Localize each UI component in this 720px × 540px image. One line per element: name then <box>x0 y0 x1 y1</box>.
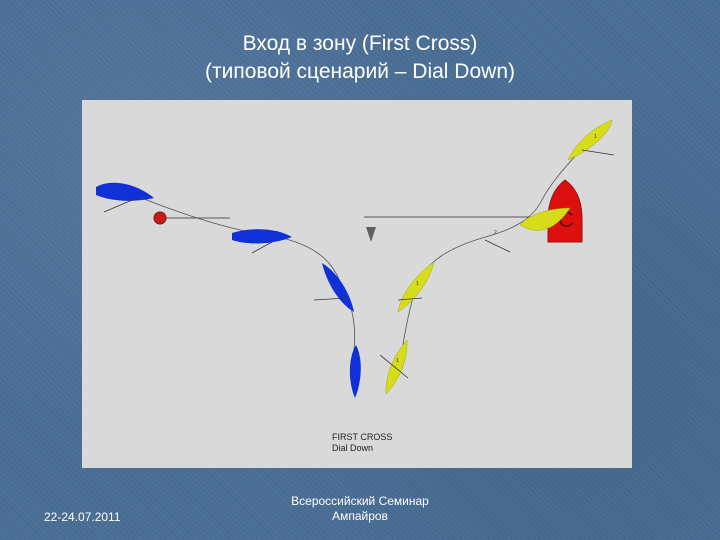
diagram-panel: C 1 2 1 <box>82 100 632 468</box>
yellow-boat-1: 1 <box>567 119 615 161</box>
caption-line-2: Dial Down <box>332 443 374 453</box>
down-triangle-icon <box>366 227 376 242</box>
footer-line-1: Всероссийский Семинар <box>291 494 429 508</box>
blue-boat-2 <box>232 229 292 254</box>
blue-boat-4 <box>349 345 361 398</box>
yellow-track <box>399 134 595 366</box>
diagram-caption: FIRST CROSS Dial Down <box>332 432 392 454</box>
yellow-boat-4: 1 <box>379 339 409 395</box>
footer-date: 22-24.07.2011 <box>44 510 121 524</box>
yellow-boat-4-number: 1 <box>396 358 399 364</box>
diagram-svg: C 1 2 1 <box>96 119 615 398</box>
yellow-boat-2-number: 2 <box>494 230 497 236</box>
yellow-boat-3: 1 <box>397 261 435 313</box>
title-line-2: (типовой сценарий – Dial Down) <box>205 60 515 83</box>
caption-line-1: FIRST CROSS <box>332 432 393 442</box>
blue-boat-3 <box>313 263 354 312</box>
footer-line-2: Ампайров <box>332 509 388 523</box>
pin-buoy-icon <box>153 211 167 225</box>
blue-boat-1 <box>96 182 154 213</box>
title-line-1: Вход в зону (First Cross) <box>242 32 478 55</box>
yellow-boat-2: 2 <box>484 207 571 253</box>
yellow-boat-1-number: 1 <box>594 134 597 140</box>
yellow-boat-3-number: 1 <box>416 281 419 287</box>
slide-title: Вход в зону (First Cross) (типовой сцена… <box>0 30 720 86</box>
footer-center: Всероссийский Семинар Ампайров <box>260 494 460 524</box>
